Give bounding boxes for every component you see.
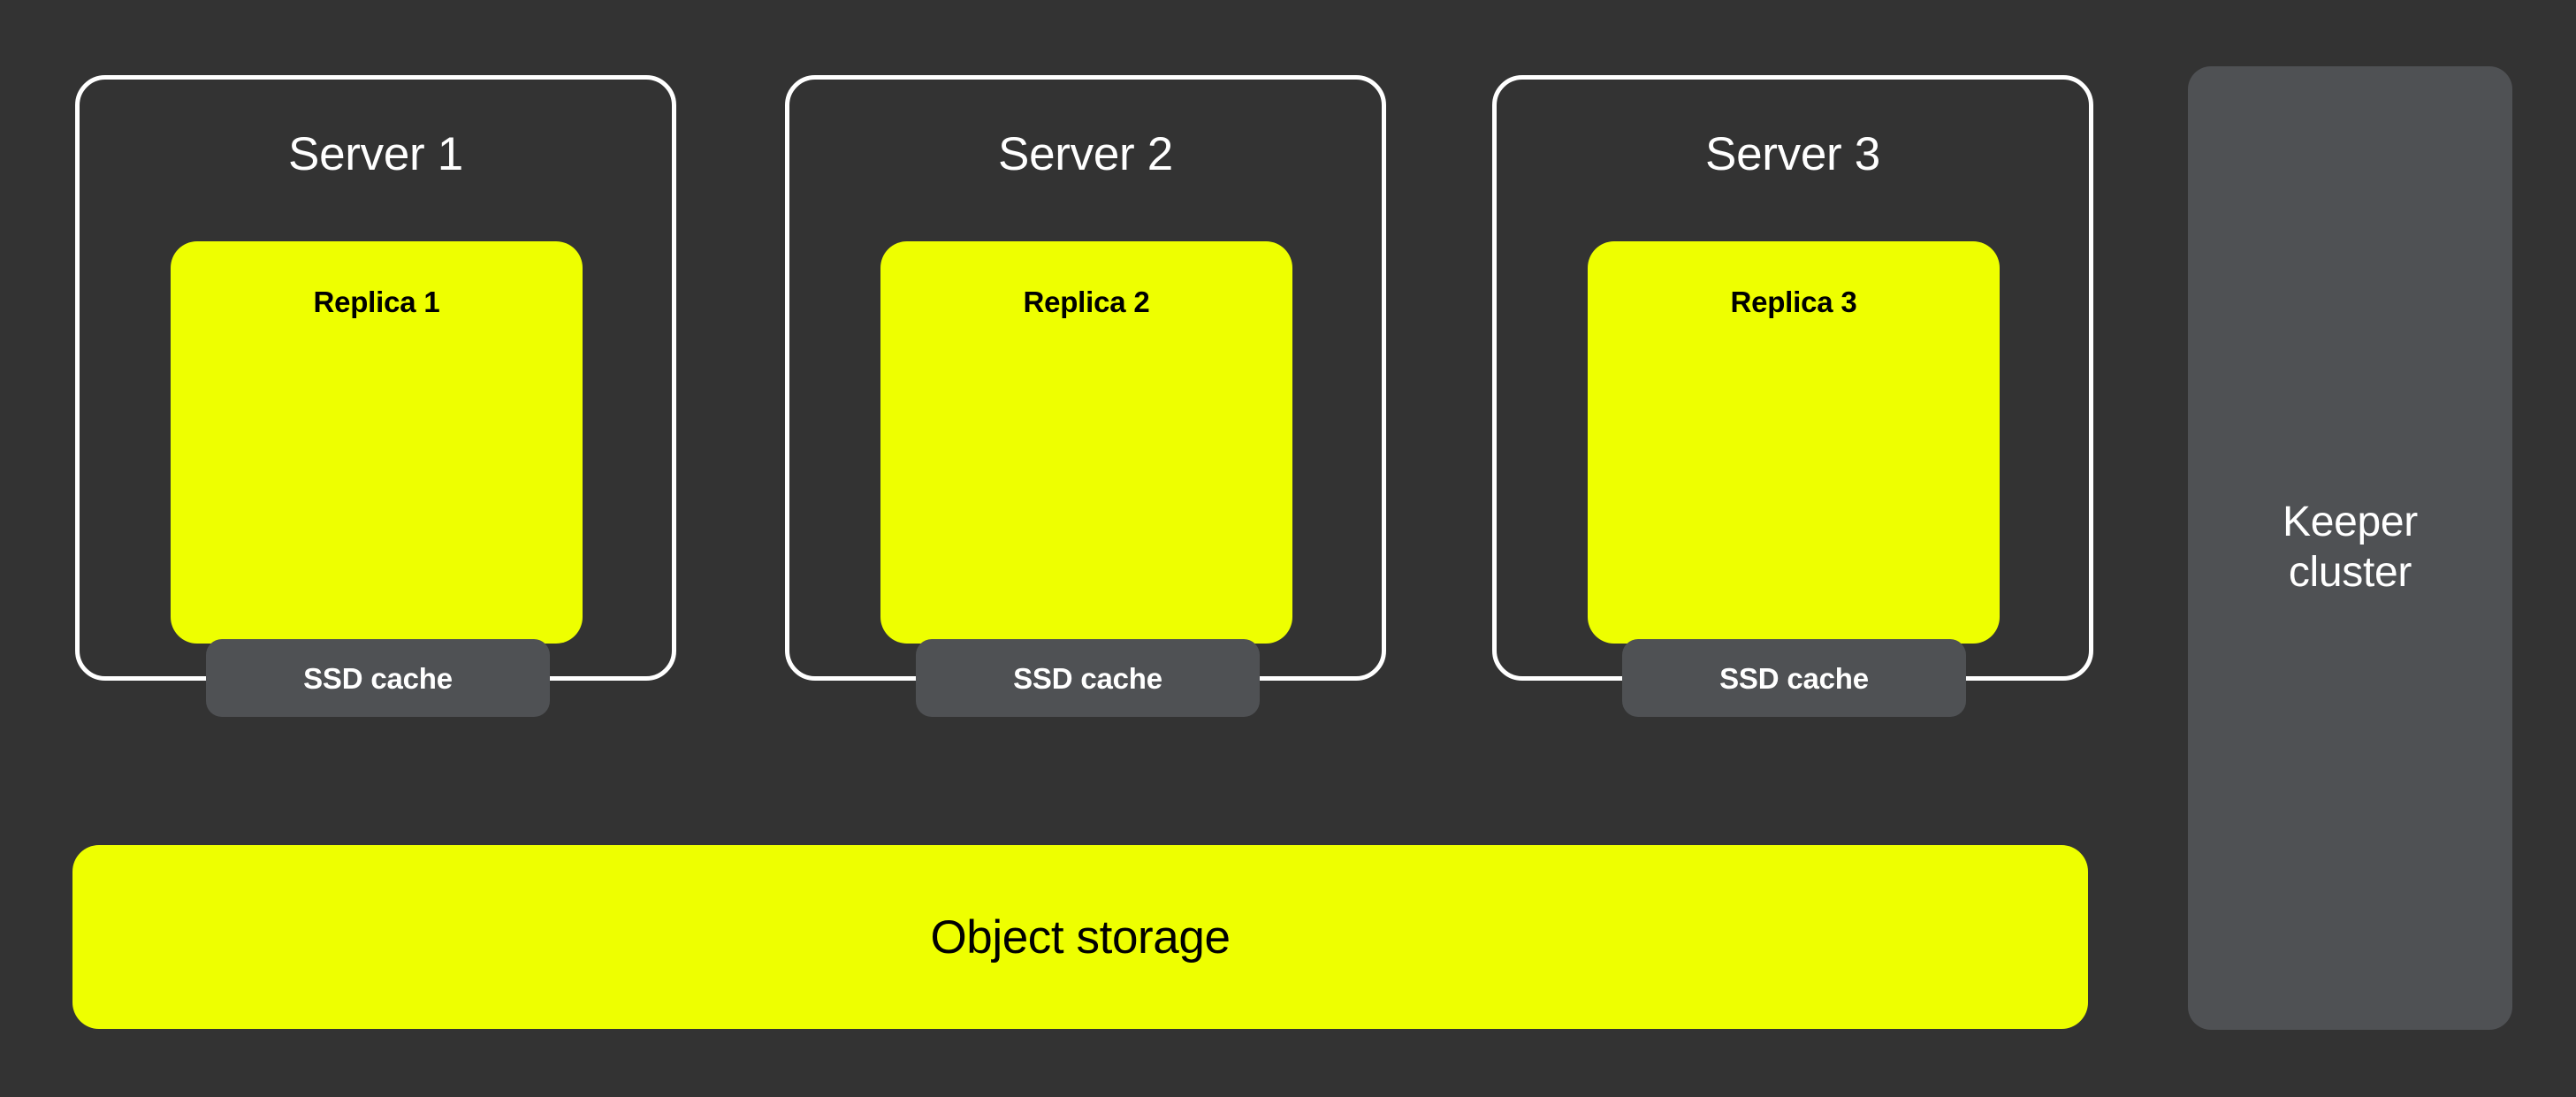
object-storage-box: Object storage xyxy=(72,845,2088,1029)
server-box-3: Server 3 Replica 3 xyxy=(1492,75,2093,681)
replica-box-2: Replica 2 xyxy=(880,241,1292,644)
keeper-cluster-label: Keeper cluster xyxy=(2283,499,2418,596)
replica-box-1: Replica 1 xyxy=(171,241,583,644)
ssd-cache-box-2: SSD cache xyxy=(916,639,1260,717)
ssd-cache-box-1: SSD cache xyxy=(206,639,550,717)
replica-label-1: Replica 1 xyxy=(313,286,440,318)
keeper-cluster-box: Keeper cluster xyxy=(2188,66,2512,1030)
ssd-cache-label-3: SSD cache xyxy=(1719,661,1869,695)
server-title-2: Server 2 xyxy=(998,128,1173,180)
ssd-cache-box-3: SSD cache xyxy=(1622,639,1966,717)
replica-box-3: Replica 3 xyxy=(1588,241,2000,644)
object-storage-label: Object storage xyxy=(930,910,1231,964)
server-title-3: Server 3 xyxy=(1705,128,1880,180)
server-title-1: Server 1 xyxy=(288,128,463,180)
replica-label-3: Replica 3 xyxy=(1730,286,1857,318)
server-box-1: Server 1 Replica 1 xyxy=(75,75,676,681)
server-box-2: Server 2 Replica 2 xyxy=(785,75,1386,681)
ssd-cache-label-2: SSD cache xyxy=(1013,661,1162,695)
replica-label-2: Replica 2 xyxy=(1023,286,1150,318)
ssd-cache-label-1: SSD cache xyxy=(303,661,453,695)
